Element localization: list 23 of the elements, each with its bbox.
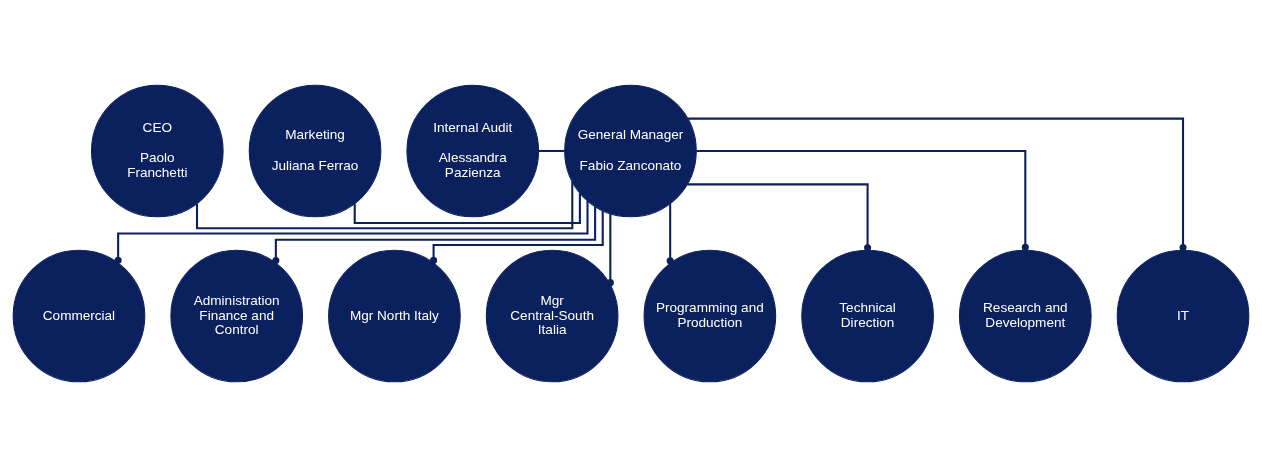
node-circle: Mgr North Italy xyxy=(328,249,461,383)
connector xyxy=(687,183,872,252)
connector xyxy=(195,181,574,230)
connector xyxy=(538,149,565,153)
node-circle: Technical Direction xyxy=(801,249,934,383)
connector xyxy=(666,203,674,265)
connector xyxy=(696,149,1029,251)
node-circle: Administration Finance and Control xyxy=(170,249,303,383)
node-circle: Research and Development xyxy=(959,249,1092,383)
node-circle: Commercial xyxy=(12,249,146,383)
connector xyxy=(353,193,581,225)
node-circle: Internal Audit Alessandra Pazienza xyxy=(406,84,540,218)
connector xyxy=(114,200,589,264)
node-circle: Marketing Juliana Ferrao xyxy=(248,84,382,218)
connector xyxy=(272,206,597,265)
connector xyxy=(430,210,604,264)
connector xyxy=(688,117,1187,252)
node-circle: Mgr Central-South Italia xyxy=(485,249,619,383)
node-circle: Programming and Production xyxy=(643,249,777,383)
node-circle: IT xyxy=(1116,249,1250,383)
connector xyxy=(606,213,614,287)
node-circle: CEO Paolo Franchetti xyxy=(91,84,224,218)
node-circle: General Manager Fabio Zanconato xyxy=(564,84,697,218)
